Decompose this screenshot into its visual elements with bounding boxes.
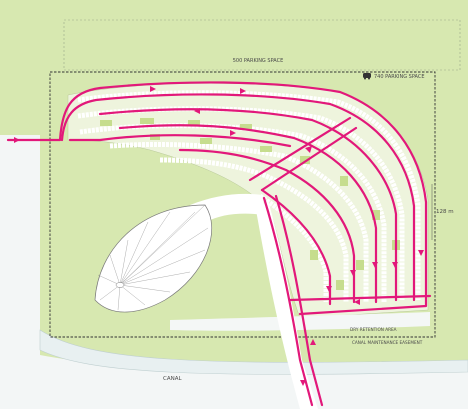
canal-easement-label: CANAL MAINTENANCE EASEMENT: [352, 340, 423, 345]
canal-strip: [39, 329, 468, 375]
planting-islands: [100, 118, 400, 290]
parking-500-label: 500 PARKING SPACE: [233, 58, 284, 64]
parking-740-label: 740 PARKING SPACE: [374, 74, 425, 80]
dimension-label: 128 m: [436, 209, 454, 215]
left-road: [0, 135, 40, 409]
route-arrows: [14, 86, 424, 386]
south-path: [256, 200, 318, 409]
retention-area: [170, 312, 430, 331]
circulation-routes: [6, 81, 432, 407]
car-icon: [363, 73, 371, 80]
leaf-canopy-icon: [94, 204, 213, 313]
parking-500-outline: [63, 19, 461, 71]
dry-retention-label: DRY RETENTION AREA: [350, 327, 397, 332]
site-boundary: [49, 71, 436, 338]
canal-label: CANAL: [163, 376, 182, 382]
lower-road: [0, 345, 468, 409]
